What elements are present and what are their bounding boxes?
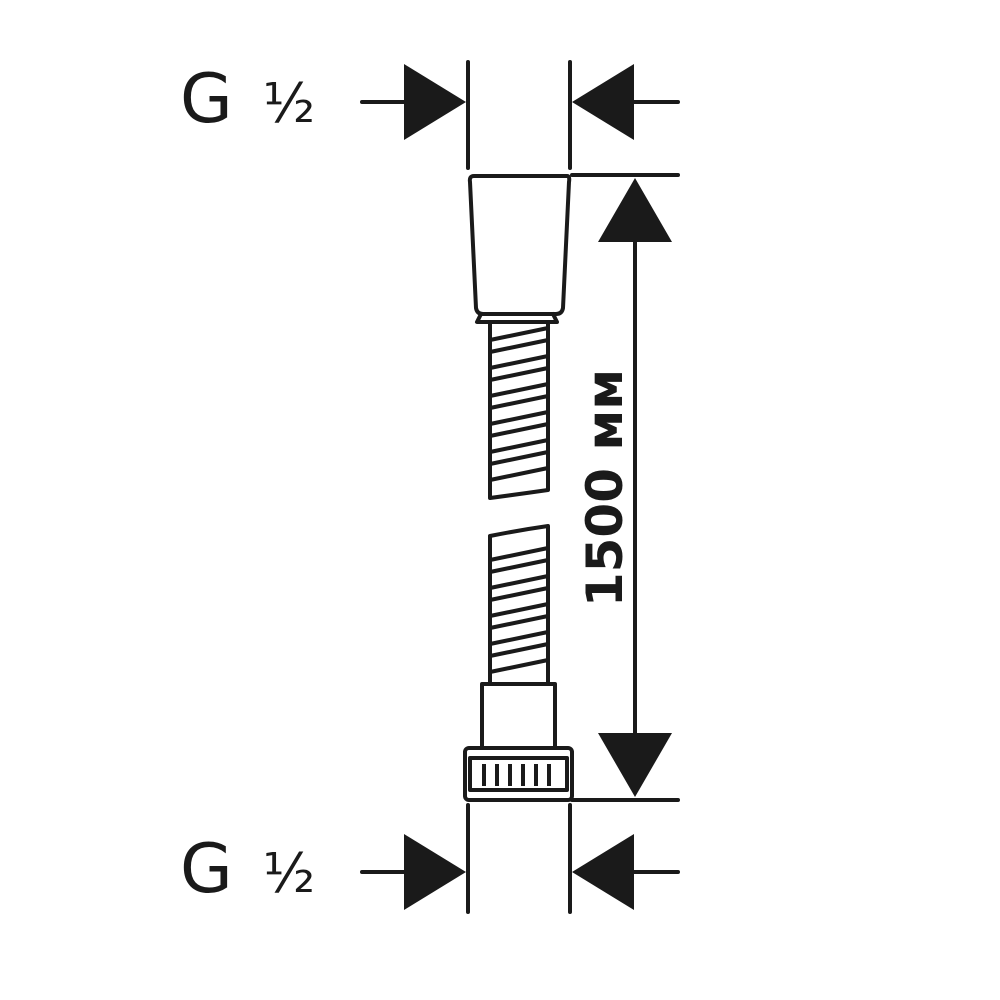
length-top-arrowhead (598, 178, 672, 242)
knurl-band (468, 756, 569, 792)
length-dimension-label: 1500 мм (576, 368, 634, 608)
lower-hose-outline (488, 524, 550, 686)
bottom-thread-letter: G (180, 830, 233, 909)
bottom-right-arrowhead (572, 834, 634, 910)
top-left-arrowhead (404, 64, 466, 140)
top-thread-fraction: ½ (262, 72, 316, 135)
top-conical-nut (467, 174, 572, 316)
upper-hose-outline (488, 322, 550, 500)
bottom-thread-fraction: ½ (262, 842, 316, 905)
knurl-ticks (482, 764, 551, 786)
bottom-knurled-nut (463, 746, 574, 802)
bottom-sleeve (480, 682, 557, 750)
top-thread-letter: G (180, 60, 233, 139)
bottom-left-arrowhead (404, 834, 466, 910)
top-right-arrowhead (572, 64, 634, 140)
top-nut-collar (475, 312, 559, 324)
length-bottom-arrowhead (598, 733, 672, 797)
hose-windings (489, 326, 549, 674)
